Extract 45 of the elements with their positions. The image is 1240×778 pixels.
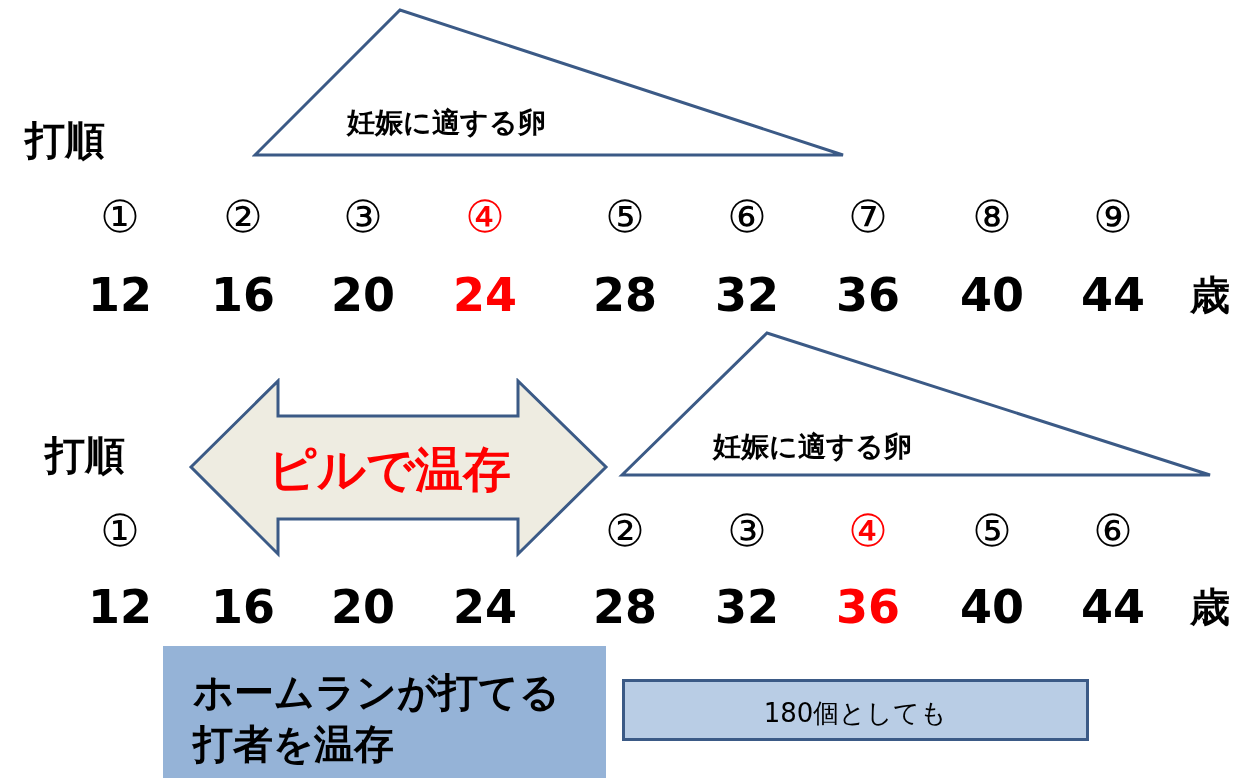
text-panel <box>622 679 1089 741</box>
batting-order-number: ④ <box>848 504 888 556</box>
age-value: 24 <box>453 580 517 634</box>
batting-order-number: ⑥ <box>1093 504 1133 556</box>
age-value: 40 <box>960 580 1024 634</box>
batting-order-number: ⑦ <box>848 190 888 242</box>
age-value: 12 <box>88 268 152 322</box>
unit-label: 歳 <box>1190 270 1230 320</box>
row-heading: 打順 <box>25 115 105 165</box>
age-value: 36 <box>836 580 900 634</box>
batting-order-number: ⑥ <box>727 190 767 242</box>
batting-order-number: ⑤ <box>972 504 1012 556</box>
age-value: 20 <box>331 268 395 322</box>
batting-order-number: ⑨ <box>1093 190 1133 242</box>
panel-text: 180個としても <box>763 697 948 730</box>
triangle-label: 妊娠に適する卵 <box>347 105 546 141</box>
batting-order-number: ② <box>605 504 645 556</box>
age-value: 40 <box>960 268 1024 322</box>
age-value: 28 <box>593 268 657 322</box>
age-value: 16 <box>211 268 275 322</box>
batting-order-number: ⑧ <box>972 190 1012 242</box>
age-value: 36 <box>836 268 900 322</box>
age-value: 28 <box>593 580 657 634</box>
age-value: 44 <box>1081 268 1145 322</box>
batting-order-number: ① <box>100 190 140 242</box>
batting-order-number: ③ <box>727 504 767 556</box>
age-value: 24 <box>453 268 517 322</box>
age-value: 32 <box>715 580 779 634</box>
arrow-label: ピルで温存 <box>268 440 511 499</box>
panel-text: ホームランが打てる打者を温存 <box>193 668 561 769</box>
age-value: 32 <box>715 268 779 322</box>
age-value: 44 <box>1081 580 1145 634</box>
double-arrow <box>188 378 610 558</box>
batting-order-number: ① <box>100 504 140 556</box>
age-value: 16 <box>211 580 275 634</box>
age-value: 20 <box>331 580 395 634</box>
text-panel <box>163 646 606 778</box>
batting-order-number: ⑤ <box>605 190 645 242</box>
batting-order-number: ④ <box>465 190 505 242</box>
triangle-label: 妊娠に適する卵 <box>713 429 912 465</box>
batting-order-number: ② <box>223 190 263 242</box>
age-value: 12 <box>88 580 152 634</box>
row-heading: 打順 <box>45 430 125 480</box>
batting-order-number: ③ <box>343 190 383 242</box>
unit-label: 歳 <box>1190 582 1230 632</box>
